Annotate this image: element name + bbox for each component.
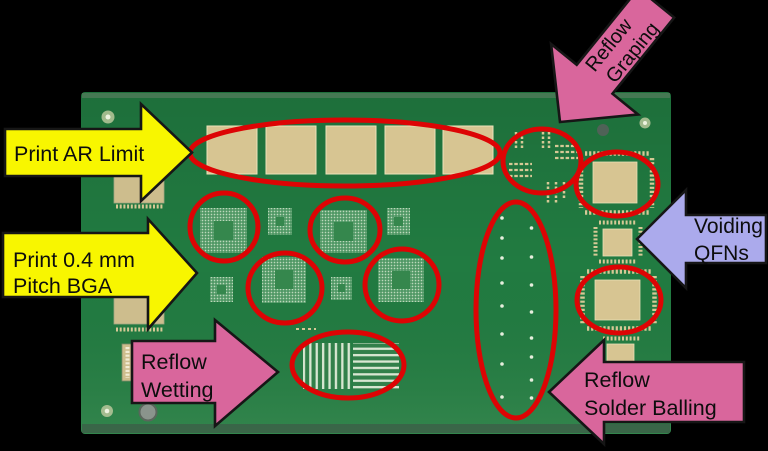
- label-print-bga-line1: Print 0.4 mm: [13, 248, 135, 272]
- highlight-bga: [362, 246, 442, 324]
- via-dot: [529, 283, 534, 287]
- horizontal-stripe-block: [353, 343, 399, 389]
- qfn-center-pad: [602, 228, 633, 257]
- highlight-qfn: [574, 264, 664, 336]
- via-dot: [500, 216, 504, 220]
- label-reflow-wetting-line2: Wetting: [141, 378, 214, 402]
- label-print-bga-line2: Pitch BGA: [13, 274, 113, 298]
- fiducials: [101, 110, 651, 422]
- bga-center: [392, 271, 410, 289]
- via-dot: [500, 395, 504, 399]
- vertical-stripe-block: [303, 343, 351, 389]
- tooling-hole: [597, 124, 609, 136]
- bga-footprints: [200, 208, 424, 303]
- via-dot: [500, 304, 504, 308]
- highlight-bga: [245, 250, 325, 326]
- board-top-edge: [82, 93, 670, 98]
- paste-pad: [325, 125, 377, 175]
- fiducial-center: [104, 408, 110, 414]
- board-bottom-edge: [82, 424, 670, 433]
- via-dot: [529, 255, 534, 259]
- via-dot: [529, 226, 534, 230]
- fiducial-center: [105, 114, 111, 120]
- bga-center: [217, 285, 226, 294]
- bga-center: [338, 284, 345, 292]
- highlight-bga: [187, 190, 261, 264]
- bga-center: [394, 217, 403, 226]
- label-reflow-wetting-line1: Reflow: [141, 350, 207, 374]
- arrow-reflow-solder-balling: [547, 336, 746, 448]
- mounting-hole: [138, 402, 158, 422]
- via-dot: [500, 236, 504, 240]
- highlight-bga: [307, 195, 383, 265]
- label-reflow-solder-balling-line2: Solder Balling: [584, 396, 717, 420]
- via-dot: [500, 256, 504, 260]
- highlight-solder-balling: [473, 199, 559, 421]
- via-dot: [500, 281, 504, 285]
- via-dot: [529, 310, 534, 314]
- via-dot: [529, 378, 534, 382]
- label-print-ar-limit: Print AR Limit: [14, 142, 144, 166]
- via-dot: [529, 355, 534, 359]
- via-dot: [500, 362, 504, 366]
- label-voiding-qfns-line1: Voiding: [694, 215, 763, 238]
- wetting-test-pattern: [296, 328, 399, 389]
- highlight-qfn: [573, 149, 661, 219]
- arrow-reflow-graping: [549, 0, 676, 124]
- arrow-print-ar-limit: [3, 100, 194, 205]
- bga-center: [276, 217, 284, 226]
- qfn-center-pad: [594, 279, 641, 321]
- via-dot-array: [500, 216, 534, 400]
- via-dot: [529, 336, 534, 340]
- discrete-footprint-cluster: [509, 132, 578, 204]
- via-dot: [500, 332, 504, 336]
- label-reflow-solder-balling-line1: Reflow: [584, 368, 650, 392]
- paste-pad: [265, 125, 317, 175]
- paste-pad: [384, 125, 436, 175]
- label-voiding-qfns-line2: QFNs: [694, 242, 749, 265]
- solder-paste-pads: [206, 125, 494, 175]
- bga-center: [275, 270, 293, 289]
- arrow-print-bga: [1, 215, 199, 333]
- fiducial-center: [643, 121, 647, 125]
- arrow-voiding-qfns: [635, 186, 768, 292]
- arrow-reflow-wetting: [130, 317, 281, 429]
- highlight-graping: [500, 126, 584, 196]
- bga-center: [214, 221, 233, 240]
- highlight-wetting: [289, 329, 407, 401]
- via-dot: [529, 396, 534, 400]
- qfn-middle: [593, 220, 643, 264]
- qfn-center-pad: [592, 161, 638, 204]
- bga-center: [334, 222, 353, 241]
